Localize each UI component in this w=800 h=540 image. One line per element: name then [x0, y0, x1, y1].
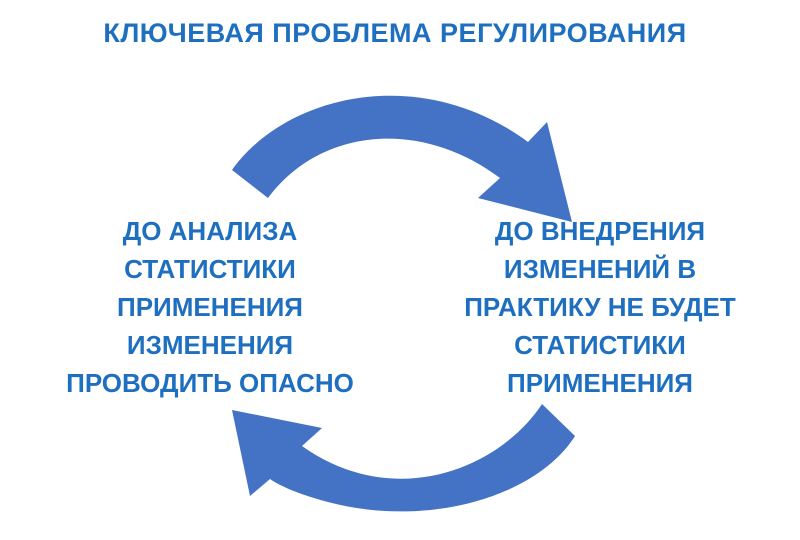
- top-cycle-arrow-icon: [232, 95, 572, 222]
- right-statement-line: ПРАКТИКУ НЕ БУДЕТ: [464, 292, 736, 322]
- right-statement-line: ДО ВНЕДРЕНИЯ: [494, 216, 706, 246]
- right-statement-line: СТАТИСТИКИ: [514, 330, 686, 360]
- left-statement-line: ДО АНАЛИЗА: [122, 216, 298, 246]
- left-statement-line: ПРОВОДИТЬ ОПАСНО: [66, 368, 354, 398]
- slide-title: КЛЮЧЕВАЯ ПРОБЛЕМА РЕГУЛИРОВАНИЯ: [103, 18, 687, 48]
- left-statement-line: ИЗМЕНЕНИЯ: [126, 330, 294, 360]
- left-statement-line: СТАТИСТИКИ: [124, 254, 296, 284]
- left-statement: ДО АНАЛИЗА СТАТИСТИКИ ПРИМЕНЕНИЯ ИЗМЕНЕН…: [40, 212, 380, 402]
- right-statement-line: ПРИМЕНЕНИЯ: [507, 368, 693, 398]
- left-statement-line: ПРИМЕНЕНИЯ: [117, 292, 303, 322]
- right-statement-line: ИЗМЕНЕНИЙ В: [503, 254, 697, 284]
- bottom-cycle-arrow-icon: [232, 404, 575, 512]
- right-statement: ДО ВНЕДРЕНИЯ ИЗМЕНЕНИЙ В ПРАКТИКУ НЕ БУД…: [440, 212, 760, 402]
